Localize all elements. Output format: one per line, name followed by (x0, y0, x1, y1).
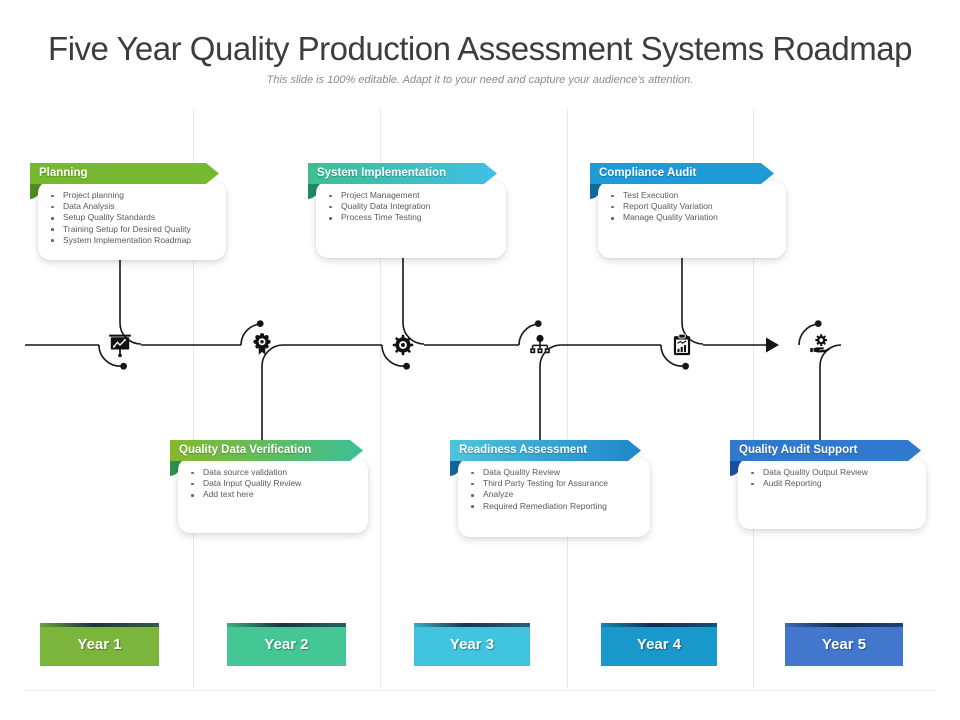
bullet-item: Process Time Testing (324, 212, 500, 223)
milestone-title: System Implementation (317, 167, 447, 179)
bullet-item: System Implementation Roadmap (46, 235, 220, 246)
hand-gear-icon (810, 334, 831, 353)
bullet-item: Analyze (466, 489, 644, 500)
bullet-item: Manage Quality Variation (606, 212, 780, 223)
column-divider (380, 108, 381, 688)
milestone-header-planning[interactable]: Planning (30, 163, 219, 184)
milestone-header-readiness-assessment[interactable]: Readiness Assessment (450, 440, 641, 461)
bullet-item: Setup Quality Standards (46, 212, 220, 223)
bullet-item: Test Execution (606, 190, 780, 201)
bullet-item: Data Analysis (46, 201, 220, 212)
column-divider (753, 108, 754, 688)
milestone-title: Compliance Audit (599, 167, 697, 179)
column-divider (193, 108, 194, 688)
bullet-item: Training Setup for Desired Quality (46, 224, 220, 235)
milestone-header-quality-audit-support[interactable]: Quality Audit Support (730, 440, 921, 461)
year-label: Year 5 (821, 636, 867, 653)
clipboard-chart-icon (673, 333, 691, 356)
milestone-title: Readiness Assessment (459, 444, 588, 456)
milestone-header-system-implementation[interactable]: System Implementation (308, 163, 497, 184)
year-badge-4[interactable]: Year 4 (601, 623, 717, 666)
year-badge-1[interactable]: Year 1 (40, 623, 159, 666)
gear-icon (392, 334, 414, 356)
year-badge-2[interactable]: Year 2 (227, 623, 346, 666)
bullet-item: Data Input Quality Review (186, 478, 362, 489)
bullet-item: Audit Reporting (746, 478, 920, 489)
hierarchy-icon (530, 334, 550, 354)
milestone-title: Quality Data Verification (179, 444, 312, 456)
milestone-title: Quality Audit Support (739, 444, 858, 456)
milestone-header-compliance-audit[interactable]: Compliance Audit (590, 163, 774, 184)
strategy-board-icon (109, 334, 131, 358)
year-label: Year 4 (636, 636, 682, 653)
bullet-item: Data source validation (186, 467, 362, 478)
bullet-item: Project planning (46, 190, 220, 201)
timeline-arrowhead (766, 337, 779, 353)
column-divider (567, 108, 568, 688)
milestone-header-quality-data-verification[interactable]: Quality Data Verification (170, 440, 363, 461)
bullet-item: Report Quality Variation (606, 201, 780, 212)
award-ribbon-icon (253, 333, 271, 355)
page-title: Five Year Quality Production Assessment … (48, 30, 912, 67)
milestone-title: Planning (39, 167, 88, 179)
year-label: Year 2 (264, 636, 309, 653)
baseline-divider (25, 690, 935, 691)
bullet-item: Data Quality Review (466, 467, 644, 478)
year-label: Year 3 (449, 636, 495, 653)
bullet-item: Third Party Testing for Assurance (466, 478, 644, 489)
year-badge-5[interactable]: Year 5 (785, 623, 903, 666)
year-badge-3[interactable]: Year 3 (414, 623, 530, 666)
page-subtitle: This slide is 100% editable. Adapt it to… (266, 74, 694, 86)
bullet-item: Quality Data Integration (324, 201, 500, 212)
bullet-item: Required Remediation Reporting (466, 501, 644, 512)
bullet-item: Project Management (324, 190, 500, 201)
bullet-item: Add text here (186, 489, 362, 500)
year-label: Year 1 (77, 636, 122, 653)
bullet-item: Data Quality Output Review (746, 467, 920, 478)
